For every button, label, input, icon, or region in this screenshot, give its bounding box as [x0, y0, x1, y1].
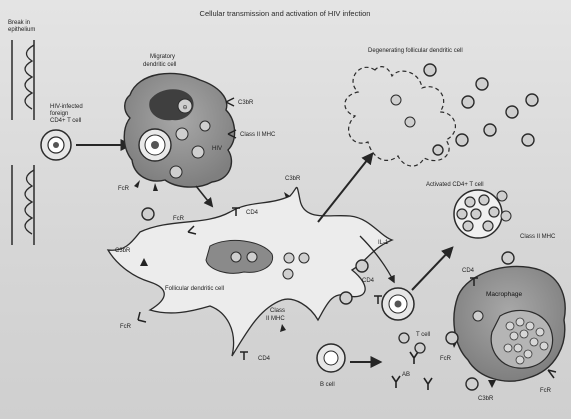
free-virions	[424, 64, 538, 155]
t-cell-label: T cell	[416, 332, 430, 338]
degenerating-fdc-label: Degenerating follicular dendritic cell	[368, 48, 463, 54]
macrophage-cd4-label: CD4	[462, 268, 475, 274]
fdc-c3br-left-label: C3bR	[115, 248, 131, 254]
hiv-infected-label-1: HIV-infected	[50, 104, 83, 110]
arrow-to-degenerating-fdc	[318, 154, 372, 222]
fdc-c3br-top-label: C3bR	[285, 176, 301, 182]
follicular-dendritic-cell: Follicular dendritic cell CD4 C3bR C3bR …	[108, 176, 392, 362]
svg-text:⊖: ⊖	[182, 105, 187, 111]
epithelium: Break in epithelium	[8, 20, 35, 245]
fdc-class-label-1: Class	[270, 308, 285, 314]
migratory-dc-label-2: dendritic cell	[143, 62, 176, 68]
diagram-title: Cellular transmission and activation of …	[200, 9, 371, 18]
fdc-fcr-top-label: FcR	[173, 216, 185, 222]
migratory-hiv-label: HIV	[212, 146, 222, 152]
migratory-fcr-label: FcR	[118, 186, 130, 192]
activated-t-cell: Activated CD4+ T cell	[426, 182, 511, 238]
migratory-c3br-label: C3bR	[238, 100, 254, 106]
fdc-cd4-bottom-label: CD4	[258, 356, 271, 362]
migratory-dendritic-cell: Migratory dendritic cell ⊖ C3bR Class II…	[118, 54, 276, 192]
arrow-to-fdc	[196, 186, 212, 206]
macrophage-fcr-right-label: FcR	[540, 388, 552, 394]
degenerating-fdc: Degenerating follicular dendritic cell	[345, 48, 463, 166]
il1-label: IL-1	[378, 240, 389, 246]
fdc-class-label-2: II MHC	[266, 316, 285, 322]
migratory-class-ii-mhc-label: Class II MHC	[240, 132, 276, 138]
macrophage-class-ii-mhc-label: Class II MHC	[520, 234, 556, 240]
fdc-label: Follicular dendritic cell	[165, 286, 224, 292]
ab-label: AB	[402, 372, 410, 378]
fdc-fcr-bottom-label: FcR	[120, 324, 132, 330]
macrophage-fcr-left-label: FcR	[440, 356, 452, 362]
break-in-epithelium-label-1: Break in	[8, 20, 30, 26]
fdc-cd4-label: CD4	[246, 210, 259, 216]
b-cell: B cell	[317, 344, 345, 388]
antibodies	[392, 352, 432, 390]
hiv-infected-t-cell: HIV-infected foreign CD4+ T cell	[41, 104, 83, 160]
migratory-dc-label-1: Migratory	[150, 54, 175, 60]
hiv-infected-label-3: CD4+ T cell	[50, 118, 81, 124]
macrophage-label: Macrophage	[486, 291, 523, 298]
arrow-to-activated-t-cell	[412, 248, 452, 290]
b-cell-label: B cell	[320, 382, 335, 388]
macrophage-c3br-label: C3bR	[478, 396, 494, 402]
break-in-epithelium-label-2: epithelium	[8, 27, 35, 33]
hiv-infected-label-2: foreign	[50, 111, 68, 117]
activated-t-cell-label: Activated CD4+ T cell	[426, 182, 484, 188]
t-cell-cd4-label: CD4	[362, 278, 375, 284]
